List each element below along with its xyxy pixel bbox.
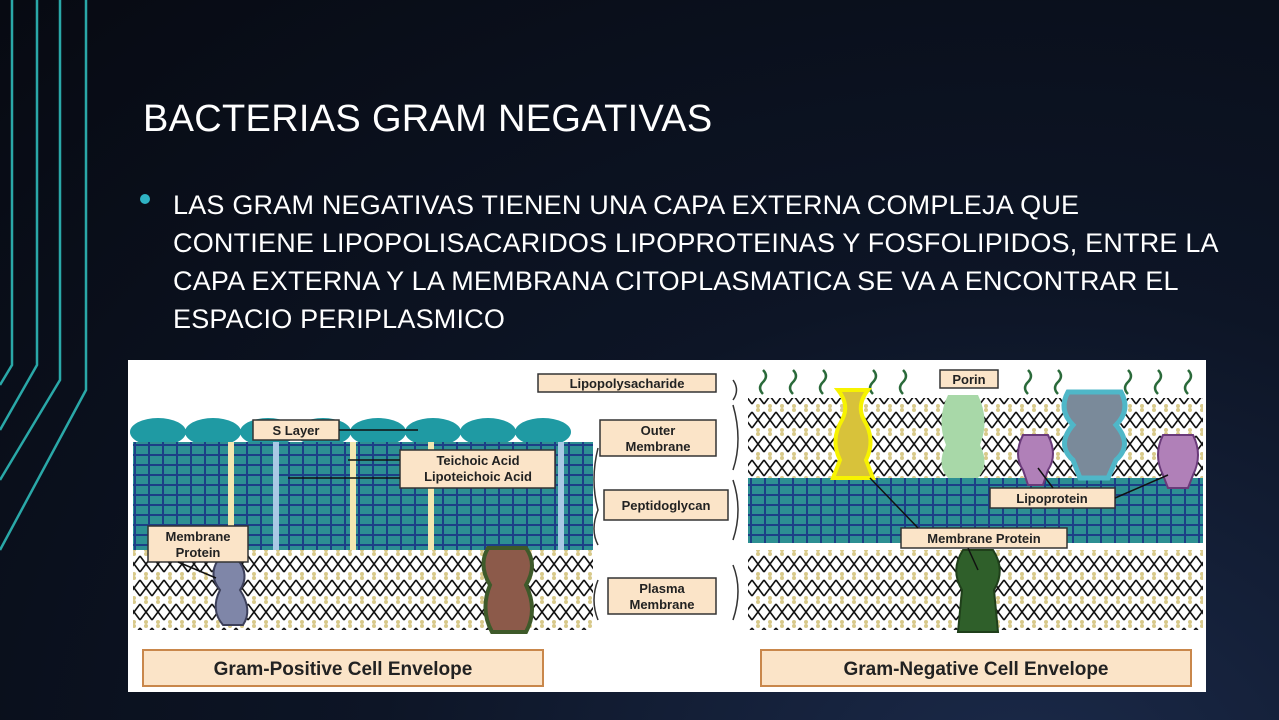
outer-membrane-label-2: Membrane — [625, 439, 690, 454]
lipoprotein-label: Lipoprotein — [1016, 491, 1088, 506]
gp-membrane-protein-label-1: Membrane — [165, 529, 230, 544]
gn-membrane-protein-label: Membrane Protein — [927, 531, 1040, 546]
lipopolysacharide-label: Lipopolysacharide — [570, 376, 685, 391]
diagram-svg: Gram-Positive Cell Envelope S Layer Teic… — [130, 369, 1203, 687]
center-labels: Lipopolysacharide Outer Membrane Peptido… — [537, 373, 739, 621]
plasma-membrane-label-2: Membrane — [629, 597, 694, 612]
s-layer-globules — [130, 418, 571, 446]
lps-chains — [758, 369, 1193, 395]
gram-negative-caption: Gram-Negative Cell Envelope — [843, 659, 1108, 680]
plasma-membrane-label-1: Plasma — [639, 581, 685, 596]
teichoic-acid-label: Teichoic Acid — [436, 453, 519, 468]
bullet-list: LAS GRAM NEGATIVAS TIENEN UNA CAPA EXTER… — [140, 186, 1220, 338]
decorative-accent-lines — [0, 0, 88, 551]
cell-envelope-diagram: Gram-Positive Cell Envelope S Layer Teic… — [128, 360, 1206, 692]
lipoteichoic-acid-label: Lipoteichoic Acid — [424, 469, 532, 484]
bullet-text: LAS GRAM NEGATIVAS TIENEN UNA CAPA EXTER… — [173, 190, 1218, 334]
gp-membrane-protein-label-2: Protein — [176, 545, 221, 560]
slide-title: BACTERIAS GRAM NEGATIVAS — [143, 98, 713, 140]
gram-positive-caption: Gram-Positive Cell Envelope — [214, 659, 473, 680]
s-layer-label: S Layer — [273, 423, 320, 438]
gram-positive-panel: Gram-Positive Cell Envelope S Layer Teic… — [130, 418, 593, 687]
gram-negative-panel: Gram-Negative Cell Envelope Porin Lipopr… — [748, 369, 1203, 687]
porin-label: Porin — [952, 372, 985, 387]
outer-membrane-label-1: Outer — [641, 423, 676, 438]
bullet-dot-icon — [140, 194, 150, 204]
peptidoglycan-label: Peptidoglycan — [622, 498, 711, 513]
